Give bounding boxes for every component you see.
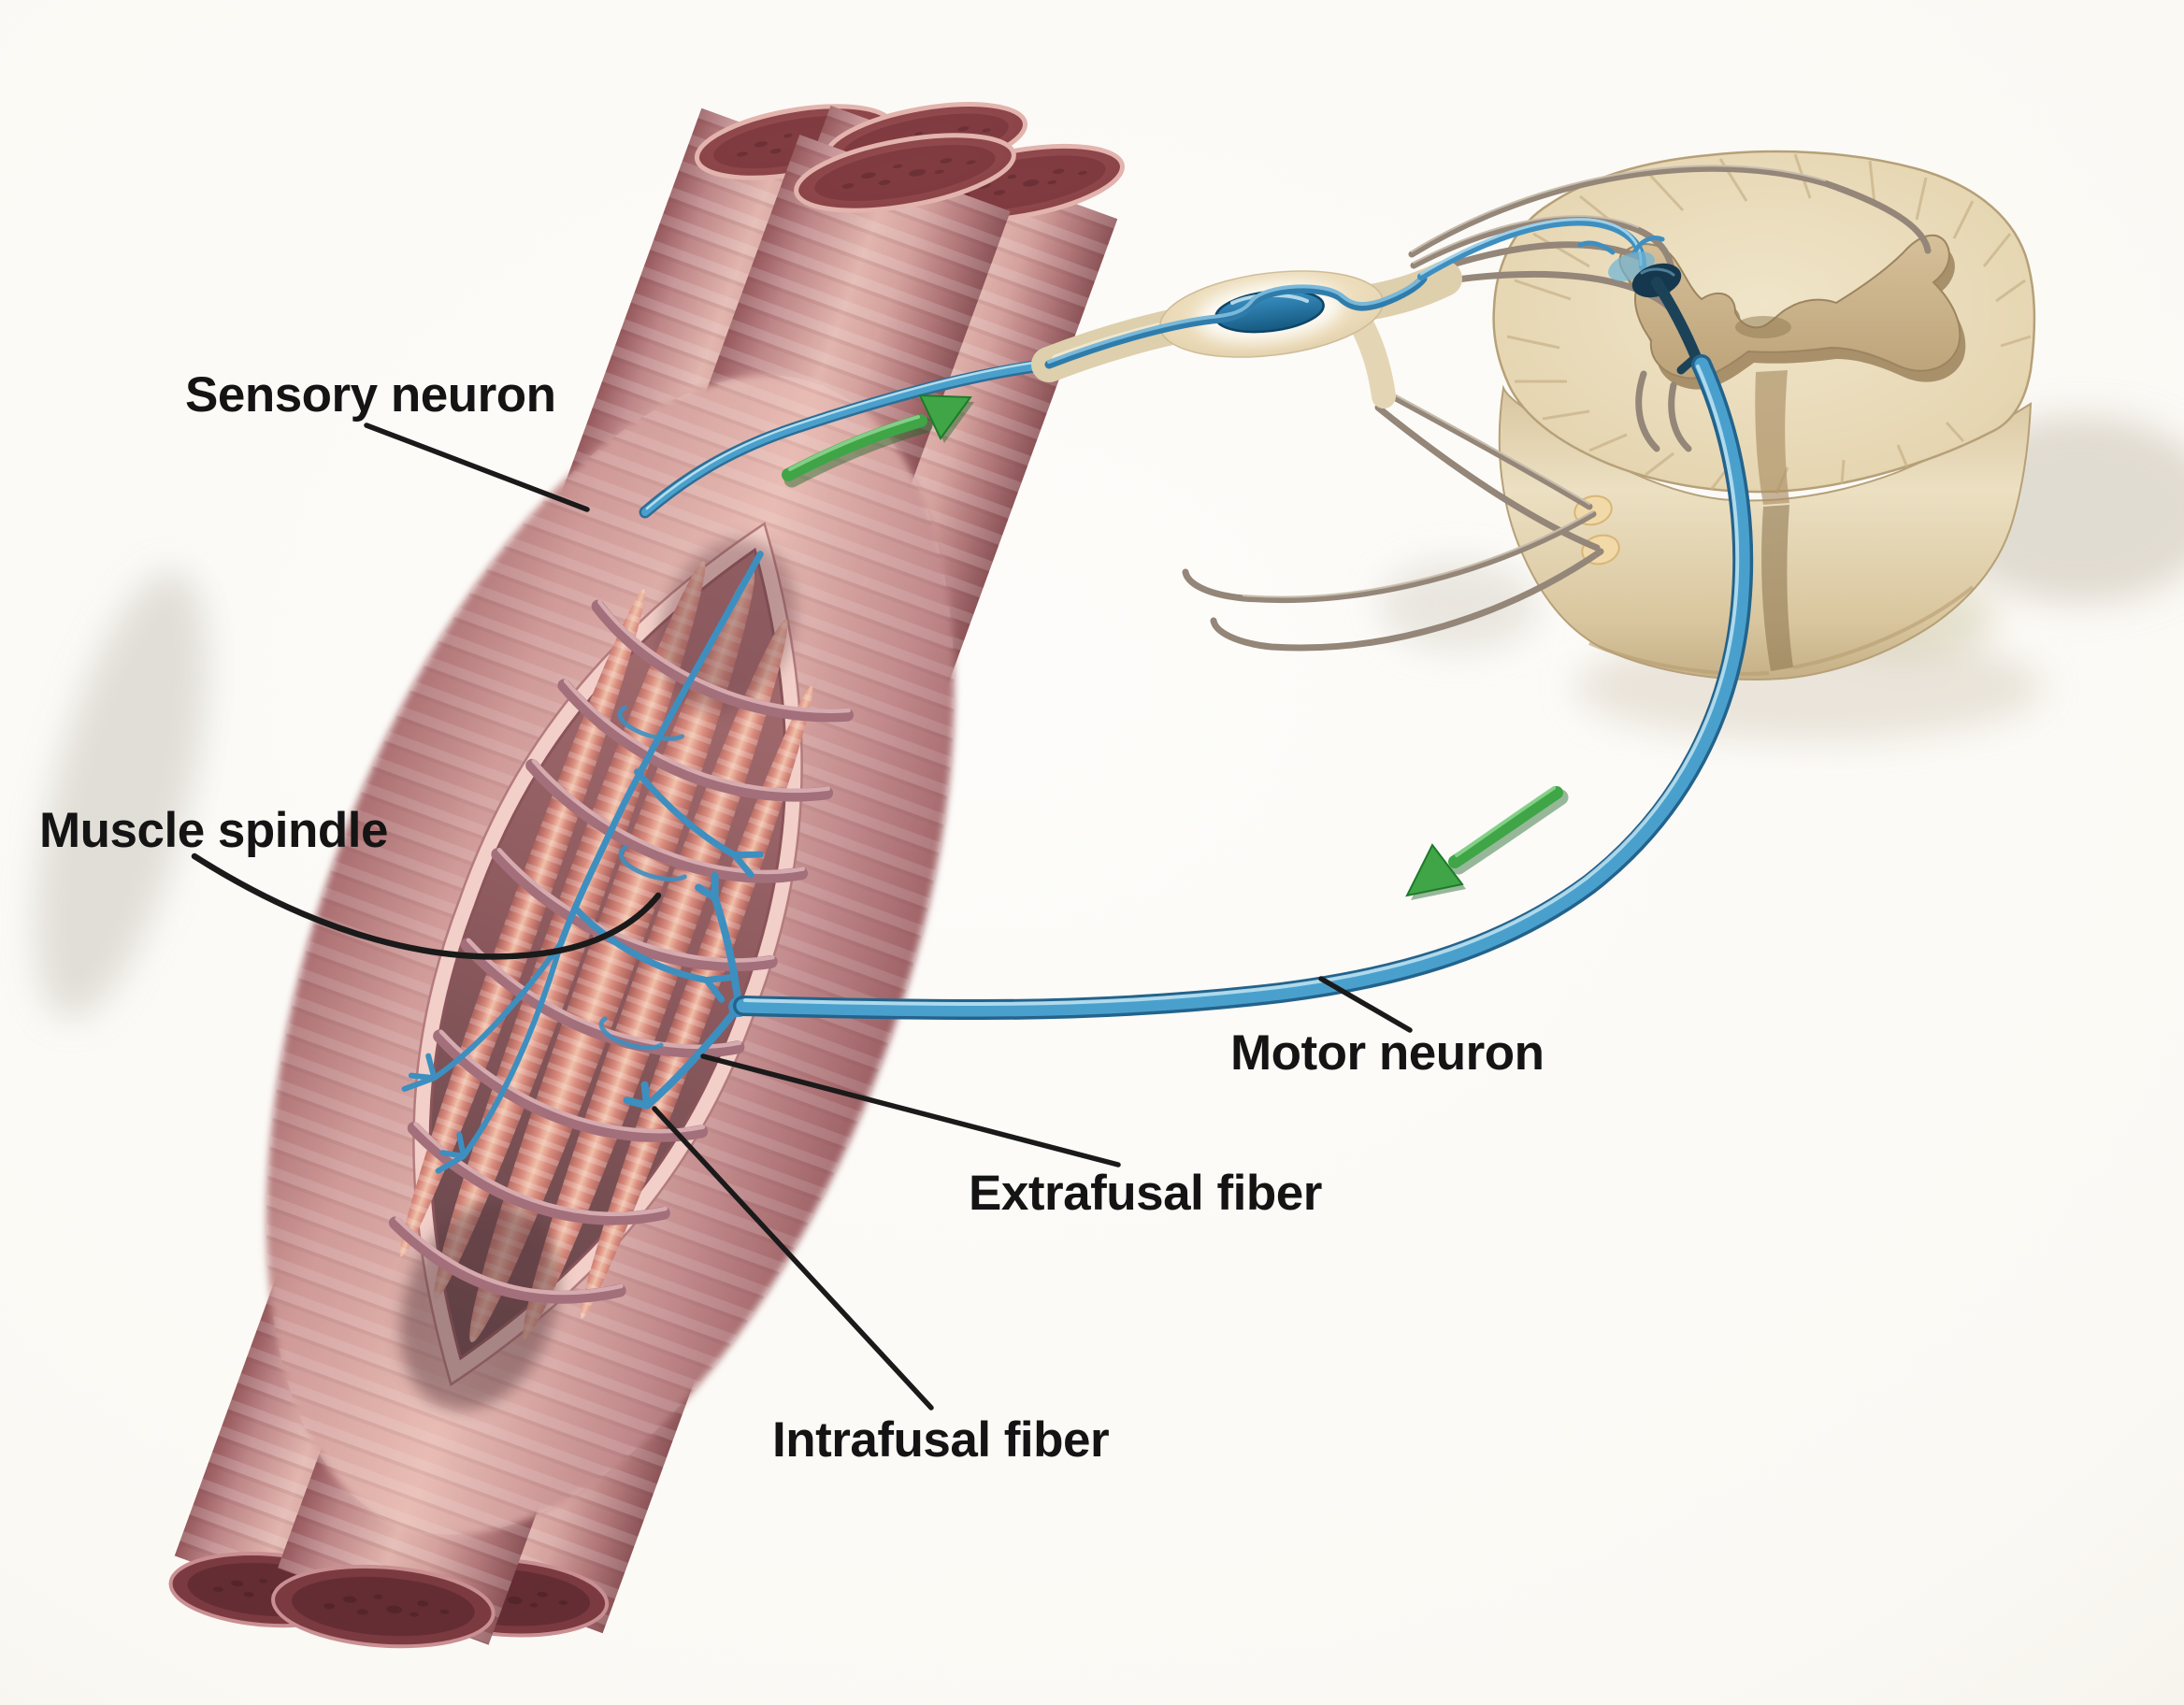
spindle-nerve-endings [401, 551, 764, 1174]
sensory-neuron-leader [364, 423, 590, 512]
sensory-axon-in-trunk [1044, 218, 1665, 369]
anterior-median-fissure [1761, 505, 1793, 671]
central-canal [1735, 316, 1791, 338]
spinal-cord-cross-section [1492, 150, 2036, 681]
gray-matter-butterfly [1618, 234, 1966, 505]
intrafusal-fiber-leader [652, 1106, 934, 1411]
muscle-fiber-cylinder-with-spindle [266, 133, 1016, 1649]
label-intrafusal-fiber: Intrafusal fiber [772, 1412, 1110, 1468]
label-sensory-neuron: Sensory neuron [185, 367, 556, 423]
leader-lines [191, 423, 1413, 1411]
afferent-arrow-icon [782, 394, 974, 488]
muscle-spindle-leader [191, 852, 662, 960]
motor-neuron-fiber [733, 354, 1754, 1021]
label-motor-neuron: Motor neuron [1230, 1025, 1545, 1081]
label-muscle-spindle: Muscle spindle [39, 803, 388, 858]
label-extrafusal-fiber: Extrafusal fiber [969, 1166, 1322, 1221]
white-matter-striations [1506, 153, 2032, 494]
muscle-bundle [168, 102, 1125, 1649]
sensory-neuron-fiber [639, 358, 1056, 519]
spindle-spiral-bands [388, 599, 854, 1304]
motor-neuron-leader [1318, 976, 1413, 1033]
extrafusal-fiber-leader [700, 1053, 1121, 1168]
efferent-arrow-icon [1405, 786, 1569, 900]
